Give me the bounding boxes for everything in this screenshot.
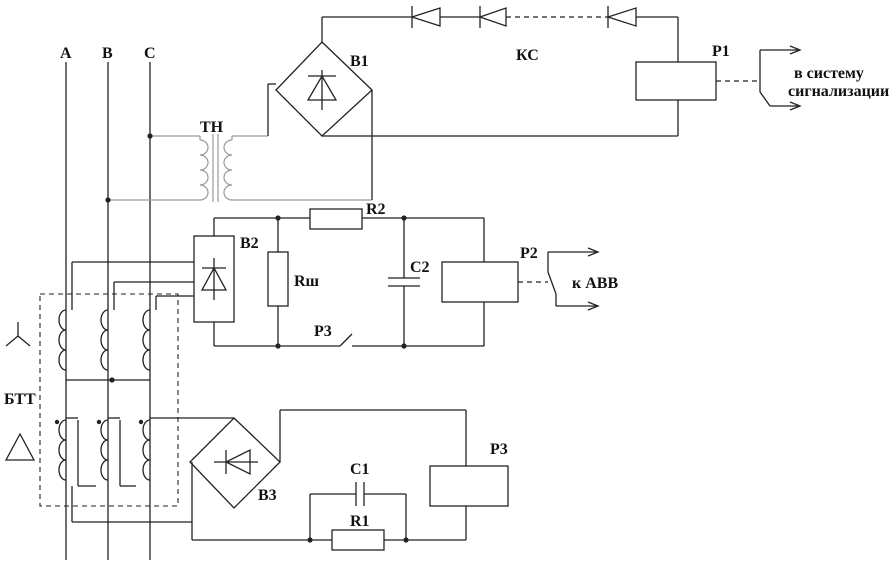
polarity-dot-b <box>96 419 102 425</box>
middle-circuit <box>213 217 485 347</box>
node-3 <box>275 343 281 349</box>
bridge-b3 <box>189 409 467 541</box>
delta-windings <box>58 417 234 523</box>
bridge-b1 <box>267 17 678 200</box>
p1-contact <box>759 45 802 111</box>
node-5 <box>307 537 313 543</box>
p2-label: Р2 <box>520 245 538 262</box>
to-avv-label: к АВВ <box>572 275 618 292</box>
resistor-r2 <box>309 208 363 230</box>
node-1 <box>275 215 281 221</box>
resistor-r1 <box>331 529 385 551</box>
node-2 <box>401 215 407 221</box>
rc-network <box>309 482 407 540</box>
b1-label: В1 <box>350 53 369 70</box>
signal-line1: в систему <box>794 65 864 82</box>
node-6 <box>403 537 409 543</box>
rsh-label: Rш <box>294 273 320 290</box>
star-neutral-node <box>109 377 115 383</box>
ks-label: КС <box>516 47 539 64</box>
delta-symbol-icon <box>4 432 36 461</box>
b3-label: В3 <box>258 487 277 504</box>
polarity-dot-c <box>138 419 144 425</box>
p3-contact-label: Р3 <box>314 323 332 340</box>
tn-label: ТН <box>200 119 224 136</box>
bridge-b2-diode <box>200 258 228 300</box>
phase-b-label: B <box>102 45 113 62</box>
p3-contact <box>339 333 353 347</box>
polarity-dot-a <box>54 419 60 425</box>
b2-label: В2 <box>240 235 259 252</box>
btt-label: БТТ <box>4 391 36 408</box>
capacitor-c2 <box>388 277 420 287</box>
r2-label: R2 <box>366 201 386 218</box>
star-symbol-icon <box>5 322 31 347</box>
c1-label: С1 <box>350 461 370 478</box>
junction-b-tn <box>105 197 111 203</box>
p2-contact <box>547 247 600 311</box>
phase-c-label: C <box>144 45 156 62</box>
resistor-rsh <box>267 251 289 307</box>
relay-p2 <box>441 261 519 303</box>
relay-p1 <box>635 61 717 101</box>
p1-label: Р1 <box>712 43 730 60</box>
signal-line2: сигнализации <box>788 83 889 100</box>
phase-a-label: A <box>60 45 72 62</box>
p3-relay-label: Р3 <box>490 441 508 458</box>
node-4 <box>401 343 407 349</box>
r1-label: R1 <box>350 513 370 530</box>
voltage-transformer <box>108 134 372 202</box>
diode-chain-ks <box>322 6 679 136</box>
junction-c-tn <box>147 133 153 139</box>
relay-p3 <box>429 465 509 507</box>
star-windings <box>58 261 194 381</box>
btt-block <box>39 293 179 507</box>
c2-label: С2 <box>410 259 430 276</box>
